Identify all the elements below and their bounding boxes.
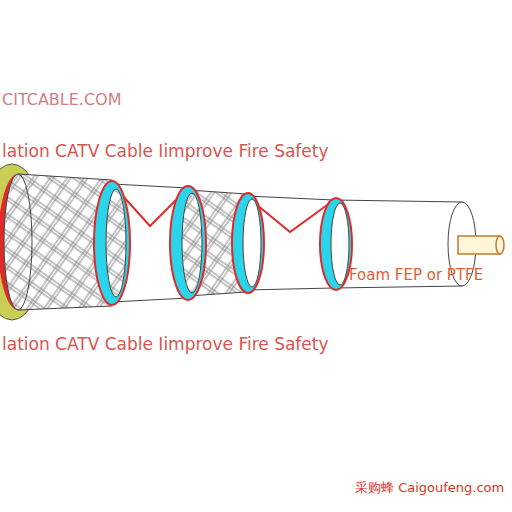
conductor-tip [496, 236, 504, 254]
outer-braid-end [4, 174, 32, 310]
foil-end [243, 199, 261, 287]
part-label: Foam FEP or PTFE [349, 266, 483, 284]
cyan-ring [232, 193, 264, 293]
heading-label: lation CATV Cable Iimprove Fire Safety [2, 141, 329, 161]
cyan-ring [94, 181, 130, 305]
heading-label: lation CATV Cable Iimprove Fire Safety [2, 334, 329, 354]
center-conductor [458, 236, 500, 254]
cyan-ring [320, 198, 352, 290]
braid-end [106, 189, 126, 297]
cyan-ring [170, 186, 206, 300]
braid-end [182, 193, 202, 293]
website-label: CITCABLE.COM [2, 90, 122, 109]
dielectric-end [331, 203, 349, 285]
watermark: 采购蜂 Caigoufeng.com [355, 479, 504, 497]
